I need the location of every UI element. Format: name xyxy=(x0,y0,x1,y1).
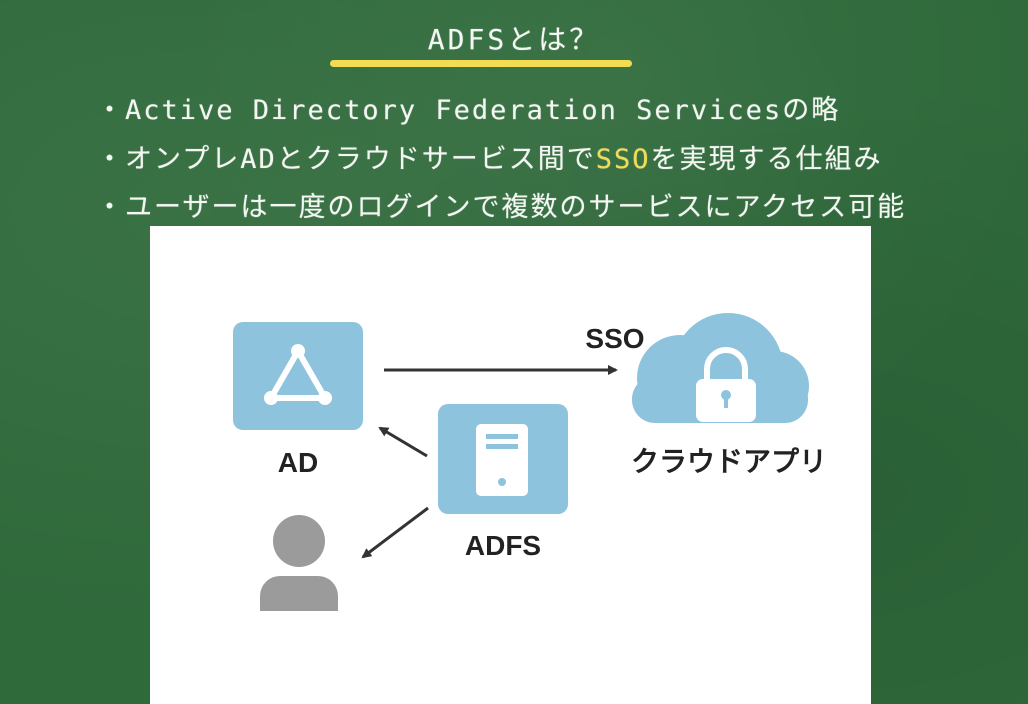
bullet-2: ・オンプレADとクラウドサービス間でSSOを実現する仕組み xyxy=(96,137,882,176)
bullet-1: ・Active Directory Federation Servicesの略 xyxy=(96,95,841,126)
diagram-panel: SSO AD クラウドアプリ ADFS xyxy=(150,226,871,704)
bullet-2-text-before: ・オンプレADとクラウドサービス間で xyxy=(96,144,596,175)
ad-node xyxy=(233,322,363,430)
adfs-node xyxy=(438,404,568,514)
server-icon xyxy=(476,424,528,496)
ad-label: AD xyxy=(277,447,319,478)
user-icon xyxy=(260,515,338,611)
ad-triangle-icon xyxy=(268,349,328,401)
diagram-svg xyxy=(233,313,809,611)
adfs-to-ad-arrow xyxy=(378,426,428,458)
adfs-to-user-arrow xyxy=(361,506,429,559)
bullet-3: ・ユーザーは一度のログインで複数のサービスにアクセス可能 xyxy=(96,192,907,223)
cloud-lock-icon xyxy=(632,313,809,423)
bullet-2-text-after: を実現する仕組み xyxy=(650,144,883,175)
adfs-label: ADFS xyxy=(464,530,542,561)
title-underline xyxy=(330,60,632,67)
bullet-2-highlight: SSO xyxy=(595,144,651,175)
sso-label: SSO xyxy=(585,323,645,354)
cloud-app-label: クラウドアプリ xyxy=(630,446,827,477)
page-title: ADFSとは？ xyxy=(427,23,601,56)
